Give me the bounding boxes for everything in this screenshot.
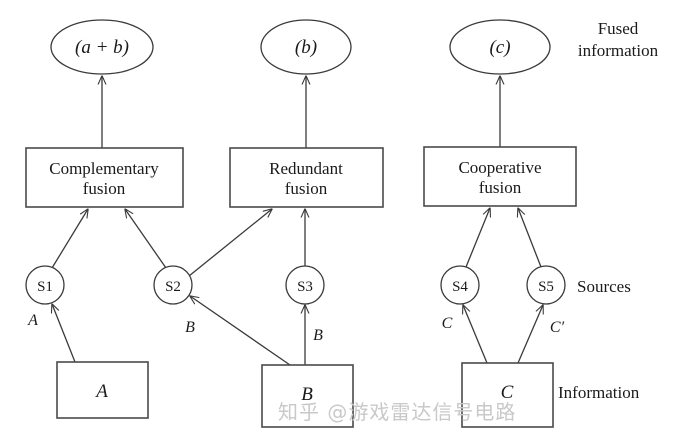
edge-label-c-prime: C′ bbox=[550, 319, 565, 336]
edge-label-c: C bbox=[442, 315, 453, 332]
output-node-out2[interactable]: (b) bbox=[260, 19, 352, 75]
information-box-label-a: A bbox=[94, 381, 108, 402]
source-label-s3: S3 bbox=[297, 279, 313, 295]
row-label-fused-line2: information bbox=[578, 41, 659, 60]
output-label-out3: (c) bbox=[489, 37, 510, 58]
information-box-rect-a bbox=[56, 361, 149, 419]
information-box-rect-b bbox=[261, 364, 354, 428]
output-node-out1[interactable]: (a + b) bbox=[50, 19, 154, 75]
edge-s4-to-fusion3 bbox=[465, 208, 490, 268]
fusion-box-rect-2 bbox=[229, 147, 384, 208]
information-box-a[interactable]: A bbox=[56, 361, 149, 419]
edge-infoC-to-s4 bbox=[463, 305, 488, 364]
source-label-s5: S5 bbox=[538, 279, 554, 295]
edge-infoA-to-s1 bbox=[52, 304, 76, 363]
fusion-box-redundant[interactable]: Redundant fusion bbox=[229, 147, 384, 208]
source-node-s5[interactable]: S5 bbox=[526, 265, 566, 305]
fusion-box-rect-3 bbox=[423, 146, 577, 207]
row-label-information: Information bbox=[558, 383, 640, 402]
source-node-s2[interactable]: S2 bbox=[153, 265, 193, 305]
source-circle-s5 bbox=[526, 265, 566, 305]
edge-s5-to-fusion3 bbox=[518, 208, 542, 268]
output-ellipse-out1 bbox=[50, 19, 154, 75]
output-node-out3[interactable]: (c) bbox=[449, 19, 551, 75]
edge-label-b1: B bbox=[185, 319, 195, 336]
source-node-s1[interactable]: S1 bbox=[25, 265, 65, 305]
information-box-b[interactable]: B bbox=[261, 364, 354, 428]
output-label-out2: (b) bbox=[295, 37, 317, 58]
output-label-out1: (a + b) bbox=[75, 37, 129, 58]
edge-label-a: A bbox=[27, 312, 38, 329]
source-label-s1: S1 bbox=[37, 279, 53, 295]
information-box-rect-c bbox=[461, 362, 554, 428]
edge-label-b2: B bbox=[313, 327, 323, 344]
information-box-label-b: B bbox=[301, 384, 313, 405]
fusion-box-line2-2: fusion bbox=[285, 179, 328, 198]
output-ellipse-out2 bbox=[260, 19, 352, 75]
source-node-s4[interactable]: S4 bbox=[440, 265, 480, 305]
fusion-box-line1-3: Cooperative bbox=[458, 158, 541, 177]
fusion-box-line1-2: Redundant bbox=[269, 159, 343, 178]
source-circle-s2 bbox=[153, 265, 193, 305]
row-label-fused-line1: Fused bbox=[598, 19, 639, 38]
fusion-box-line2-3: fusion bbox=[479, 178, 522, 197]
row-label-sources: Sources bbox=[577, 277, 631, 296]
fusion-box-line1-1: Complementary bbox=[49, 159, 159, 178]
source-circle-s1 bbox=[25, 265, 65, 305]
information-box-c[interactable]: C bbox=[461, 362, 554, 428]
edge-s2-to-fusion2 bbox=[188, 209, 272, 277]
edge-s1-to-fusion1 bbox=[51, 209, 88, 269]
source-label-s4: S4 bbox=[452, 279, 468, 295]
edge-s2-to-fusion1 bbox=[125, 209, 167, 269]
source-label-s2: S2 bbox=[165, 279, 181, 295]
fusion-box-line2-1: fusion bbox=[83, 179, 126, 198]
source-circle-s4 bbox=[440, 265, 480, 305]
edge-infoB-to-s2 bbox=[190, 296, 291, 366]
edge-infoC-to-s5 bbox=[517, 305, 543, 364]
source-circle-s3 bbox=[285, 265, 325, 305]
information-box-label-c: C bbox=[501, 382, 514, 403]
fusion-box-complementary[interactable]: Complementary fusion bbox=[25, 147, 184, 208]
output-ellipse-out3 bbox=[449, 19, 551, 75]
fusion-box-cooperative[interactable]: Cooperative fusion bbox=[423, 146, 577, 207]
fusion-box-rect-1 bbox=[25, 147, 184, 208]
source-node-s3[interactable]: S3 bbox=[285, 265, 325, 305]
